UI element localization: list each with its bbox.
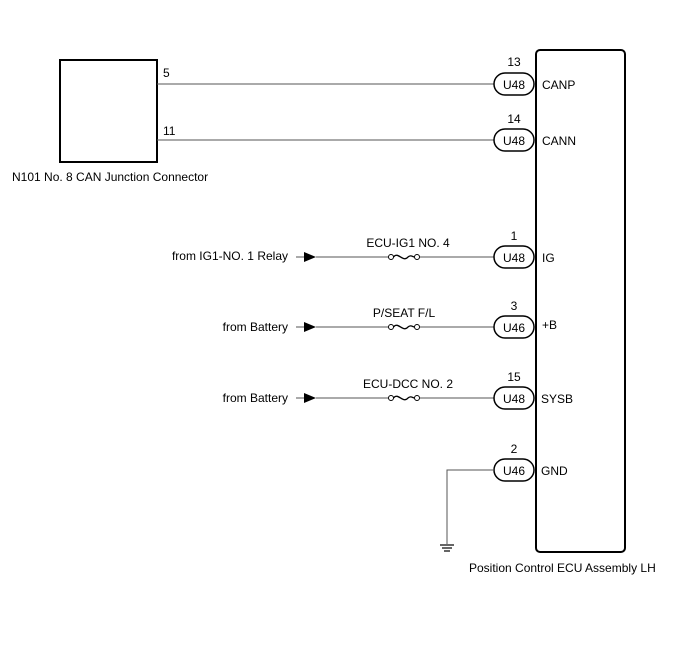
junction-connector-label: N101 No. 8 CAN Junction Connector [12,170,208,184]
terminal-cann: 14 U48 CANN [493,112,576,152]
connector-badge [493,245,535,269]
terminal-pin-number: 2 [511,442,518,456]
terminal-canp: 13 U48 CANP [493,55,575,96]
connector-code: U46 [503,321,525,335]
power-input-b: from Battery P/SEAT F/L [223,306,494,334]
connector-badge [493,128,535,152]
ecu-label: Position Control ECU Assembly LH [469,561,656,575]
fuse-icon [388,254,420,260]
connector-badge [493,315,535,339]
terminal-pin-number: 14 [507,112,521,126]
fuse-icon [388,395,420,401]
connector-code: U48 [503,134,525,148]
terminal-name: CANP [542,78,575,92]
connector-code: U48 [503,392,525,406]
terminal-ig: 1 U48 IG [493,229,555,269]
arrow-icon [304,322,316,332]
wire-gnd [446,469,494,544]
fuse-icon [388,324,420,330]
fuse-label: ECU-IG1 NO. 4 [366,236,450,250]
terminal-name: +B [542,318,557,332]
connector-code: U48 [503,251,525,265]
terminal-pin-number: 1 [511,229,518,243]
terminal-sysb: 15 U48 SYSB [493,370,573,410]
junction-pin-5: 5 [163,66,170,80]
terminal-name: IG [542,251,555,265]
terminal-name: GND [541,464,568,478]
power-input-ig: from IG1-NO. 1 Relay ECU-IG1 NO. 4 [172,236,494,263]
terminal-pin-number: 13 [507,55,521,69]
ground-icon [440,544,454,552]
power-source-label: from Battery [223,391,288,405]
connector-code: U48 [503,78,525,92]
connector-badge [493,72,535,96]
junction-connector-box [59,59,158,163]
terminal-plus-b: 3 U46 +B [493,299,557,339]
power-source-label: from Battery [223,320,288,334]
junction-pin-11: 11 [163,124,176,138]
arrow-icon [304,252,316,262]
fuse-label: ECU-DCC NO. 2 [363,377,453,391]
terminal-name: SYSB [541,392,573,406]
fuse-label: P/SEAT F/L [373,306,436,320]
connector-badge [493,386,535,410]
power-input-sysb: from Battery ECU-DCC NO. 2 [223,377,494,405]
power-source-label: from IG1-NO. 1 Relay [172,249,288,263]
ecu-box [535,49,626,553]
connector-code: U46 [503,464,525,478]
terminal-pin-number: 3 [511,299,518,313]
terminal-pin-number: 15 [507,370,521,384]
arrow-icon [304,393,316,403]
terminal-gnd: 2 U46 GND [493,442,568,482]
terminal-name: CANN [542,134,576,148]
